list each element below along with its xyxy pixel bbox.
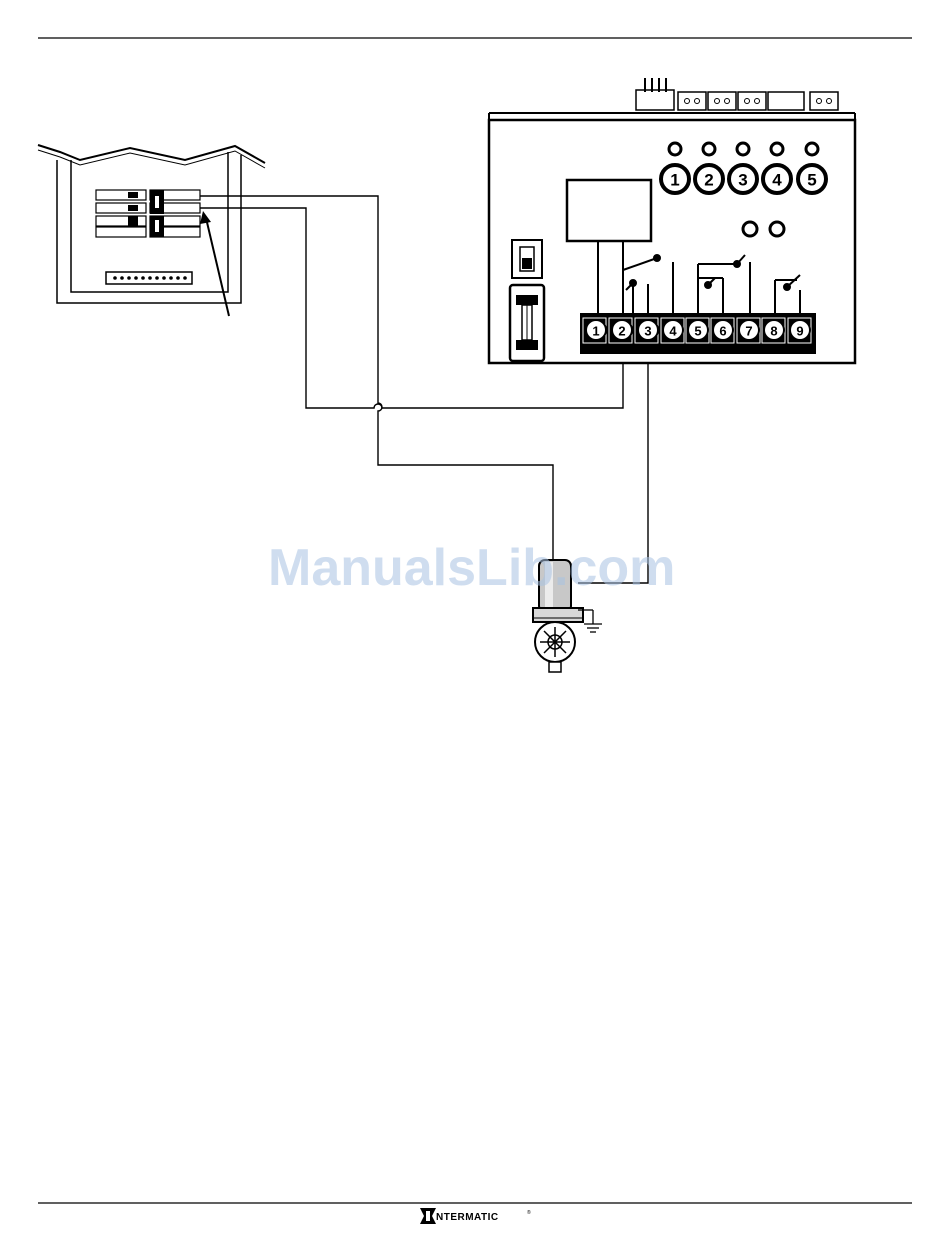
terminal-3: 3 xyxy=(635,318,658,343)
terminal-1: 1 xyxy=(583,318,606,343)
watermark-text: ManualsLib.com xyxy=(268,539,675,597)
intermatic-logo-icon: NTERMATIC ® xyxy=(420,1208,531,1224)
terminal-label-1: 1 xyxy=(592,324,599,339)
pointer-arrow xyxy=(206,218,229,316)
terminal-label-8: 8 xyxy=(770,324,777,339)
roof-line xyxy=(38,145,265,163)
zone-button-2: 2 xyxy=(695,165,723,193)
breakers-left xyxy=(96,190,146,237)
brand-text: NTERMATIC xyxy=(436,1212,499,1223)
terminal-label-2: 2 xyxy=(618,324,625,339)
top-connectors xyxy=(636,78,838,110)
zone-label-2: 2 xyxy=(704,171,713,190)
controller-icon: 1 2 3 4 5 xyxy=(489,78,855,363)
indicator-right xyxy=(770,222,784,236)
pointer-arrowhead xyxy=(200,211,211,224)
terminal-4: 4 xyxy=(661,318,684,343)
zone-label-4: 4 xyxy=(772,171,782,190)
breakers-right xyxy=(150,190,200,237)
zone-button-3: 3 xyxy=(729,165,757,193)
terminal-5: 5 xyxy=(686,318,709,343)
power-switch-icon xyxy=(512,240,542,278)
terminal-label-4: 4 xyxy=(669,324,677,339)
terminal-6: 6 xyxy=(711,318,734,343)
terminal-2: 2 xyxy=(609,318,632,343)
zone-button-5: 5 xyxy=(798,165,826,193)
neutral-bus-bar xyxy=(106,272,192,284)
zone-label-5: 5 xyxy=(807,171,816,190)
terminal-label-3: 3 xyxy=(644,324,651,339)
terminal-label-6: 6 xyxy=(719,324,726,339)
terminal-label-7: 7 xyxy=(745,324,752,339)
fuse-icon xyxy=(510,285,544,361)
terminal-9: 9 xyxy=(788,318,811,343)
zone-label-3: 3 xyxy=(738,171,747,190)
transformer-box xyxy=(567,180,651,241)
terminal-label-9: 9 xyxy=(796,324,803,339)
terminal-label-5: 5 xyxy=(694,324,701,339)
terminal-8: 8 xyxy=(762,318,785,343)
indicator-left xyxy=(743,222,757,236)
breaker-panel-icon xyxy=(38,145,265,316)
zone-label-1: 1 xyxy=(670,171,679,190)
zone-button-4: 4 xyxy=(763,165,791,193)
terminal-7: 7 xyxy=(737,318,760,343)
zone-buttons: 1 2 3 4 5 xyxy=(661,165,826,193)
zone-button-1: 1 xyxy=(661,165,689,193)
registered-mark: ® xyxy=(527,1209,531,1216)
terminal-strip: 1 2 3 4 5 xyxy=(580,313,816,354)
